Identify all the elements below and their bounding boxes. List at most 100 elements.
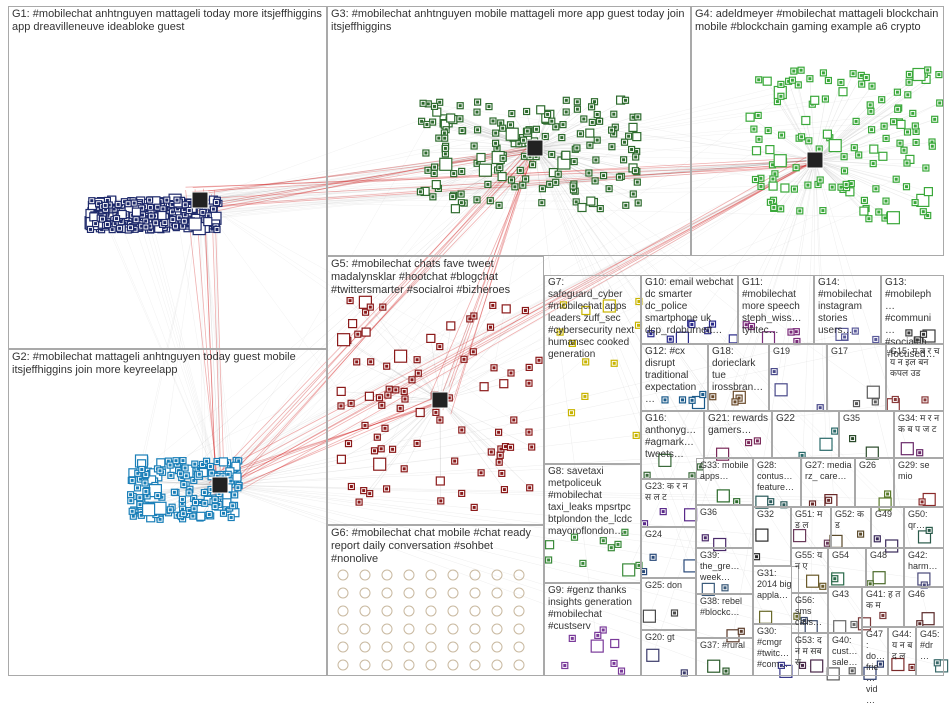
group-box-g26: G26 xyxy=(855,458,894,507)
group-box-g1: G1: #mobilechat anhtnguyen mattageli tod… xyxy=(8,6,327,349)
group-box-g8: G8: savetaxi metpoliceuk #mobilechat tax… xyxy=(544,464,641,583)
group-label-g1: G1: #mobilechat anhtnguyen mattageli tod… xyxy=(12,8,324,34)
group-label-g27: G27: media rz_ care… xyxy=(805,460,852,482)
group-box-g6: G6: #mobilechat chat mobile #chat ready … xyxy=(327,525,544,676)
group-box-g40: G40: cust… sale… xyxy=(828,633,862,676)
group-box-g37: G37: #rural xyxy=(696,638,753,676)
group-box-g25: G25: don xyxy=(641,578,696,630)
group-label-g4: G4: adeldmeyer #mobilechat mattageli blo… xyxy=(695,8,941,34)
group-label-g23: G23: क र न स ल ट xyxy=(645,481,693,503)
group-box-g13: G13: #mobileph… #communi… #socialch… #fo… xyxy=(881,275,944,344)
group-label-g29: G29: se mio xyxy=(898,460,941,482)
group-box-g24: G24 xyxy=(641,527,696,578)
group-box-g27: G27: media rz_ care… xyxy=(801,458,855,507)
group-box-g10: G10: email webchat dc smarter dc_police … xyxy=(641,275,738,344)
group-box-g20: G20: gt xyxy=(641,630,696,676)
group-box-g49: G49 xyxy=(871,507,904,548)
group-box-g45: G45: #dr… xyxy=(916,627,944,676)
group-label-g10: G10: email webchat dc smarter dc_police … xyxy=(645,277,735,337)
group-box-g17: G17 xyxy=(827,344,886,411)
group-label-g24: G24 xyxy=(645,529,693,540)
group-box-g4: G4: adeldmeyer #mobilechat mattageli blo… xyxy=(691,6,944,256)
group-box-g34: G34: म र न क ब प ज ट xyxy=(894,411,944,458)
group-label-g20: G20: gt xyxy=(645,632,693,643)
group-label-g43: G43 xyxy=(832,589,859,600)
group-label-g54: G54 xyxy=(832,550,863,561)
group-label-g48: G48 xyxy=(870,550,901,561)
group-box-g51: G51: म ड ल xyxy=(791,507,831,548)
group-box-g3: G3: #mobilechat anhtnguyen mobile mattag… xyxy=(327,6,691,256)
group-label-g3: G3: #mobilechat anhtnguyen mobile mattag… xyxy=(331,8,688,34)
group-label-g46: G46 xyxy=(908,589,941,600)
group-label-g25: G25: don xyxy=(645,580,693,591)
group-label-g14: G14: #mobilechat instagram stories users… xyxy=(818,277,878,337)
group-box-g19: G19 xyxy=(769,344,827,411)
group-label-g22: G22 xyxy=(776,413,836,425)
group-box-g53: G53: द न म सब स xyxy=(791,633,828,676)
group-box-g46: G46 xyxy=(904,587,944,627)
group-label-g42: G42: harm… xyxy=(908,550,941,572)
group-label-g17: G17 xyxy=(831,346,883,357)
group-box-g12: G12: #cx disrupt traditional expectation… xyxy=(641,344,708,411)
group-box-g32: G32 xyxy=(753,507,791,566)
group-label-g5: G5: #mobilechat chats fave tweet madalyn… xyxy=(331,258,541,297)
group-box-g42: G42: harm… xyxy=(904,548,944,587)
group-box-g7: G7: safeguard_cyber #mobilechat apps lea… xyxy=(544,275,641,464)
group-label-g55: G55: य न ए xyxy=(795,550,825,572)
group-label-g41: G41: ह त क म xyxy=(866,589,901,611)
group-label-g33: G33: mobile apps… xyxy=(700,460,750,482)
group-label-g40: G40: cust… sale… xyxy=(832,635,859,668)
group-label-g36: G36 xyxy=(700,507,750,518)
group-label-g15: G15: म ब र च य न इल बन कपल उड xyxy=(890,346,941,379)
group-label-g26: G26 xyxy=(859,460,891,471)
group-label-g21: G21: rewards gamers… xyxy=(708,413,769,437)
group-box-g48: G48 xyxy=(866,548,904,587)
group-label-g50: G50: qr… xyxy=(908,509,941,531)
group-box-g9: G9: #genz thanks insights generation #mo… xyxy=(544,583,641,676)
group-box-g54: G54 xyxy=(828,548,866,587)
group-box-g16: G16: anthonyg… #agmark… tweets… xyxy=(641,411,704,479)
group-box-g5: G5: #mobilechat chats fave tweet madalyn… xyxy=(327,256,544,525)
group-label-g2: G2: #mobilechat mattageli anhtnguyen tod… xyxy=(12,351,324,377)
group-label-g49: G49 xyxy=(875,509,901,520)
group-label-g6: G6: #mobilechat chat mobile #chat ready … xyxy=(331,527,541,566)
group-box-g29: G29: se mio xyxy=(894,458,944,507)
group-box-g56: G56: sms calls… xyxy=(791,593,828,633)
group-box-g33: G33: mobile apps… xyxy=(696,458,753,505)
group-box-g44: G44: य न ब द ल xyxy=(888,627,916,676)
group-label-g53: G53: द न म सब स xyxy=(795,635,825,668)
group-box-g2: G2: #mobilechat mattageli anhtnguyen tod… xyxy=(8,349,327,676)
group-label-g38: G38: rebel #blockc… xyxy=(700,596,750,618)
group-label-g28: G28: contus… feature… xyxy=(757,460,798,493)
group-label-g32: G32 xyxy=(757,509,788,520)
group-box-g28: G28: contus… feature… xyxy=(753,458,801,507)
group-label-g39: G39: the_gre… week… xyxy=(700,550,750,583)
group-label-g47: G47: do… frie… vid… xyxy=(866,629,885,706)
group-box-g43: G43 xyxy=(828,587,862,633)
group-label-g9: G9: #genz thanks insights generation #mo… xyxy=(548,585,638,633)
group-label-g56: G56: sms calls… xyxy=(795,595,825,628)
group-box-g50: G50: qr… xyxy=(904,507,944,548)
group-label-g7: G7: safeguard_cyber #mobilechat apps lea… xyxy=(548,277,638,361)
group-box-g14: G14: #mobilechat instagram stories users… xyxy=(814,275,881,344)
group-label-g19: G19 xyxy=(773,346,824,357)
group-box-g18: G18: dorieclark tue irossbran… xyxy=(708,344,769,411)
group-box-g55: G55: य न ए xyxy=(791,548,828,593)
group-label-g11: G11: #mobilechat more speech steph_wiss…… xyxy=(742,277,811,337)
group-label-g34: G34: म र न क ब प ज ट xyxy=(898,413,941,435)
group-box-g39: G39: the_gre… week… xyxy=(696,548,753,594)
group-box-g11: G11: #mobilechat more speech steph_wiss…… xyxy=(738,275,814,344)
group-label-g8: G8: savetaxi metpoliceuk #mobilechat tax… xyxy=(548,466,638,538)
group-label-g52: G52: क ड xyxy=(835,509,868,531)
group-label-g35: G35 xyxy=(843,413,891,424)
group-box-g23: G23: क र न स ल ट xyxy=(641,479,696,527)
group-box-g36: G36 xyxy=(696,505,753,548)
group-label-g44: G44: य न ब द ल xyxy=(892,629,913,662)
group-label-g51: G51: म ड ल xyxy=(795,509,828,531)
group-label-g45: G45: #dr… xyxy=(920,629,941,662)
group-box-g38: G38: rebel #blockc… xyxy=(696,594,753,638)
group-box-g47: G47: do… frie… vid… xyxy=(862,627,888,676)
group-label-g37: G37: #rural xyxy=(700,640,750,651)
group-label-g12: G12: #cx disrupt traditional expectation… xyxy=(645,346,705,406)
network-graph: G1: #mobilechat anhtnguyen mattageli tod… xyxy=(0,0,950,688)
